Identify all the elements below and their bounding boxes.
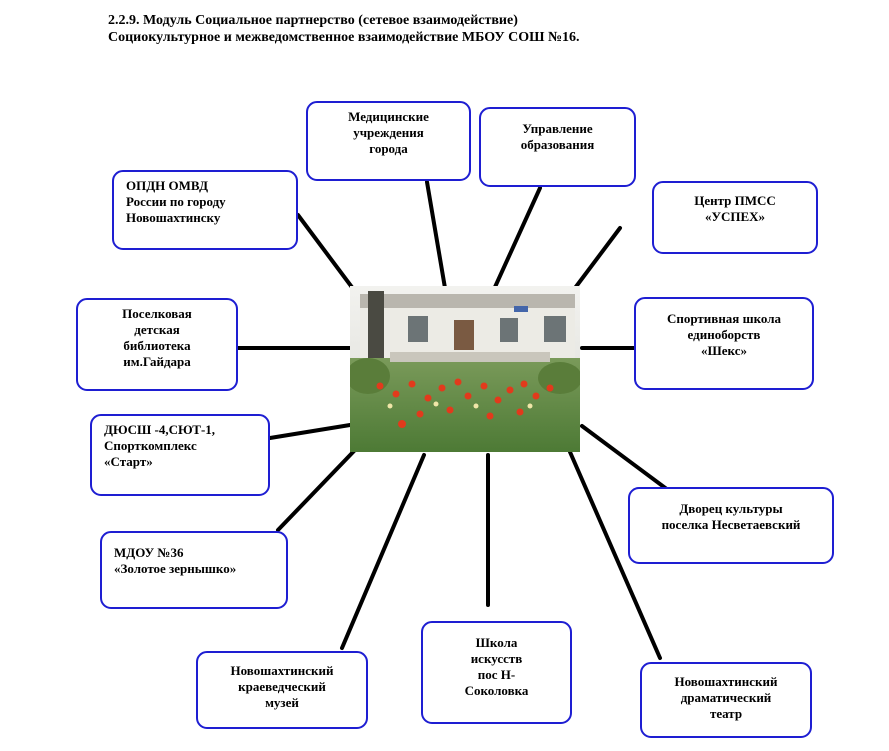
node-line: Новошахтинский [230, 663, 334, 678]
node-line: поселка Несветаевский [661, 517, 801, 532]
node-line: Соколовка [464, 683, 529, 698]
node-line: учреждения [353, 125, 424, 140]
node-line: единоборств [687, 327, 761, 342]
connector-theatre [568, 450, 662, 660]
node-education-department: Управление образования [479, 107, 636, 187]
node-children-library: Поселковая детская библиотека им.Гайдара [76, 298, 238, 391]
node-line: города [369, 141, 408, 156]
node-line: театр [709, 706, 743, 721]
connector-palace [580, 424, 670, 492]
node-line: «Старт» [104, 454, 153, 469]
node-line: «Шекс» [701, 343, 747, 358]
connector-museum [340, 453, 426, 650]
page-heading: 2.2.9. Модуль Социальное партнерство (се… [108, 12, 580, 46]
node-line: образования [520, 137, 595, 152]
node-opdn-omvd: ОПДН ОМВД России по городу Новошахтинску [112, 170, 298, 250]
node-line: России по городу [126, 194, 226, 209]
connector-medical [425, 180, 447, 290]
connector-mdou [276, 448, 357, 532]
node-local-history-museum: Новошахтинский краеведческий музей [196, 651, 368, 729]
connector-education [488, 186, 542, 300]
node-mdou-36: МДОУ №36 «Золотое зернышко» [100, 531, 288, 609]
node-line: Спорткомплекс [104, 438, 197, 453]
node-line: Новошахтинску [126, 210, 221, 225]
node-line: «УСПЕХ» [704, 209, 766, 224]
node-line: Управление [522, 121, 593, 136]
node-line: МДОУ №36 [114, 545, 184, 560]
node-line: искусств [470, 651, 523, 666]
node-line: краеведческий [238, 679, 326, 694]
node-line: Дворец культуры [679, 501, 783, 516]
node-line: ОПДН ОМВД [126, 178, 209, 193]
heading-line-2: Социокультурное и межведомственное взаим… [108, 30, 580, 45]
node-martial-arts-school: Спортивная школа единоборств «Шекс» [634, 297, 814, 390]
node-medical-institutions: Медицинские учреждения города [306, 101, 471, 181]
node-line: библиотека [123, 338, 191, 353]
node-line: Новошахтинский [674, 674, 778, 689]
node-line: пос Н- [477, 667, 516, 682]
node-line: Поселковая [122, 306, 192, 321]
node-line: драматический [680, 690, 772, 705]
node-pmss-center: Центр ПМСС «УСПЕХ» [652, 181, 818, 254]
node-dyussh-syut: ДЮСШ -4,СЮТ-1, Спорткомплекс «Старт» [90, 414, 270, 496]
node-line: детская [134, 322, 180, 337]
heading-line-1: 2.2.9. Модуль Социальное партнерство (се… [108, 13, 518, 28]
node-line: Центр ПМСС [694, 193, 776, 208]
node-line: ДЮСШ -4,СЮТ-1, [104, 422, 216, 437]
node-line: «Золотое зернышко» [114, 561, 237, 576]
node-culture-palace: Дворец культуры поселка Несветаевский [628, 487, 834, 564]
school-photo [350, 286, 580, 452]
node-line: Медицинские [348, 109, 429, 124]
node-line: Школа [475, 635, 518, 650]
connector-opdn [296, 213, 362, 300]
node-line: Спортивная школа [666, 311, 782, 326]
node-line: им.Гайдара [123, 354, 191, 369]
node-line: музей [265, 695, 299, 710]
node-drama-theatre: Новошахтинский драматический театр [640, 662, 812, 738]
node-arts-school: Школа искусств пос Н- Соколовка [421, 621, 572, 724]
connector-dyussh [268, 423, 352, 440]
